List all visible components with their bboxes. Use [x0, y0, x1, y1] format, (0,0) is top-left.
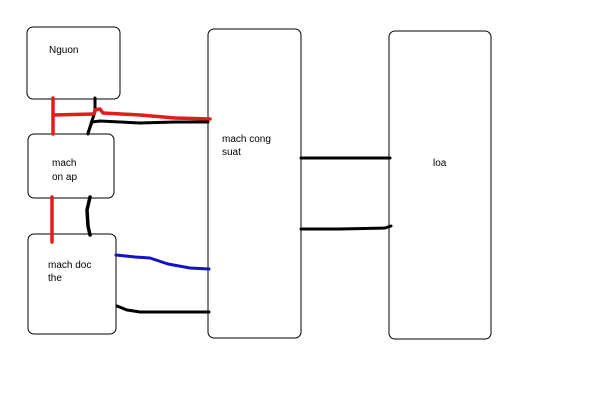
block-mach-cong-suat-frame — [207, 28, 302, 339]
wire-black-cong-suat-to-loa-bottom — [299, 224, 393, 231]
block-loa-frame — [388, 30, 492, 340]
block-mach-doc-the-label-line1: mach doc — [48, 260, 91, 271]
block-nguon-frame — [26, 26, 121, 100]
block-nguon-label: Nguon — [49, 45, 78, 56]
wire-black-on-ap-to-doc-the — [85, 195, 92, 237]
block-mach-on-ap-label-line1: mach — [52, 158, 76, 169]
wire-red-nguon-to-cong-suat — [51, 107, 212, 121]
wire-black-nguon-to-cong-suat — [86, 119, 210, 135]
block-loa: loa — [388, 30, 492, 340]
block-mach-on-ap-label-line2: on ap — [52, 172, 77, 183]
block-loa-label: loa — [433, 158, 447, 169]
wire-black-doc-the-to-cong-suat — [115, 304, 211, 314]
block-mach-doc-the-frame — [27, 233, 117, 335]
block-mach-on-ap-frame — [27, 133, 115, 199]
block-mach-doc-the-label-line2: the — [48, 273, 62, 284]
block-mach-cong-suat: mach cong suat — [207, 28, 302, 339]
block-nguon: Nguon — [26, 26, 121, 100]
wire-blue-doc-the-to-cong-suat — [114, 253, 211, 271]
block-mach-doc-the: mach doc the — [27, 233, 117, 335]
block-mach-cong-suat-label-line2: suat — [222, 147, 241, 158]
block-mach-cong-suat-label-line1: mach cong — [222, 134, 271, 145]
block-mach-on-ap: mach on ap — [27, 133, 115, 199]
